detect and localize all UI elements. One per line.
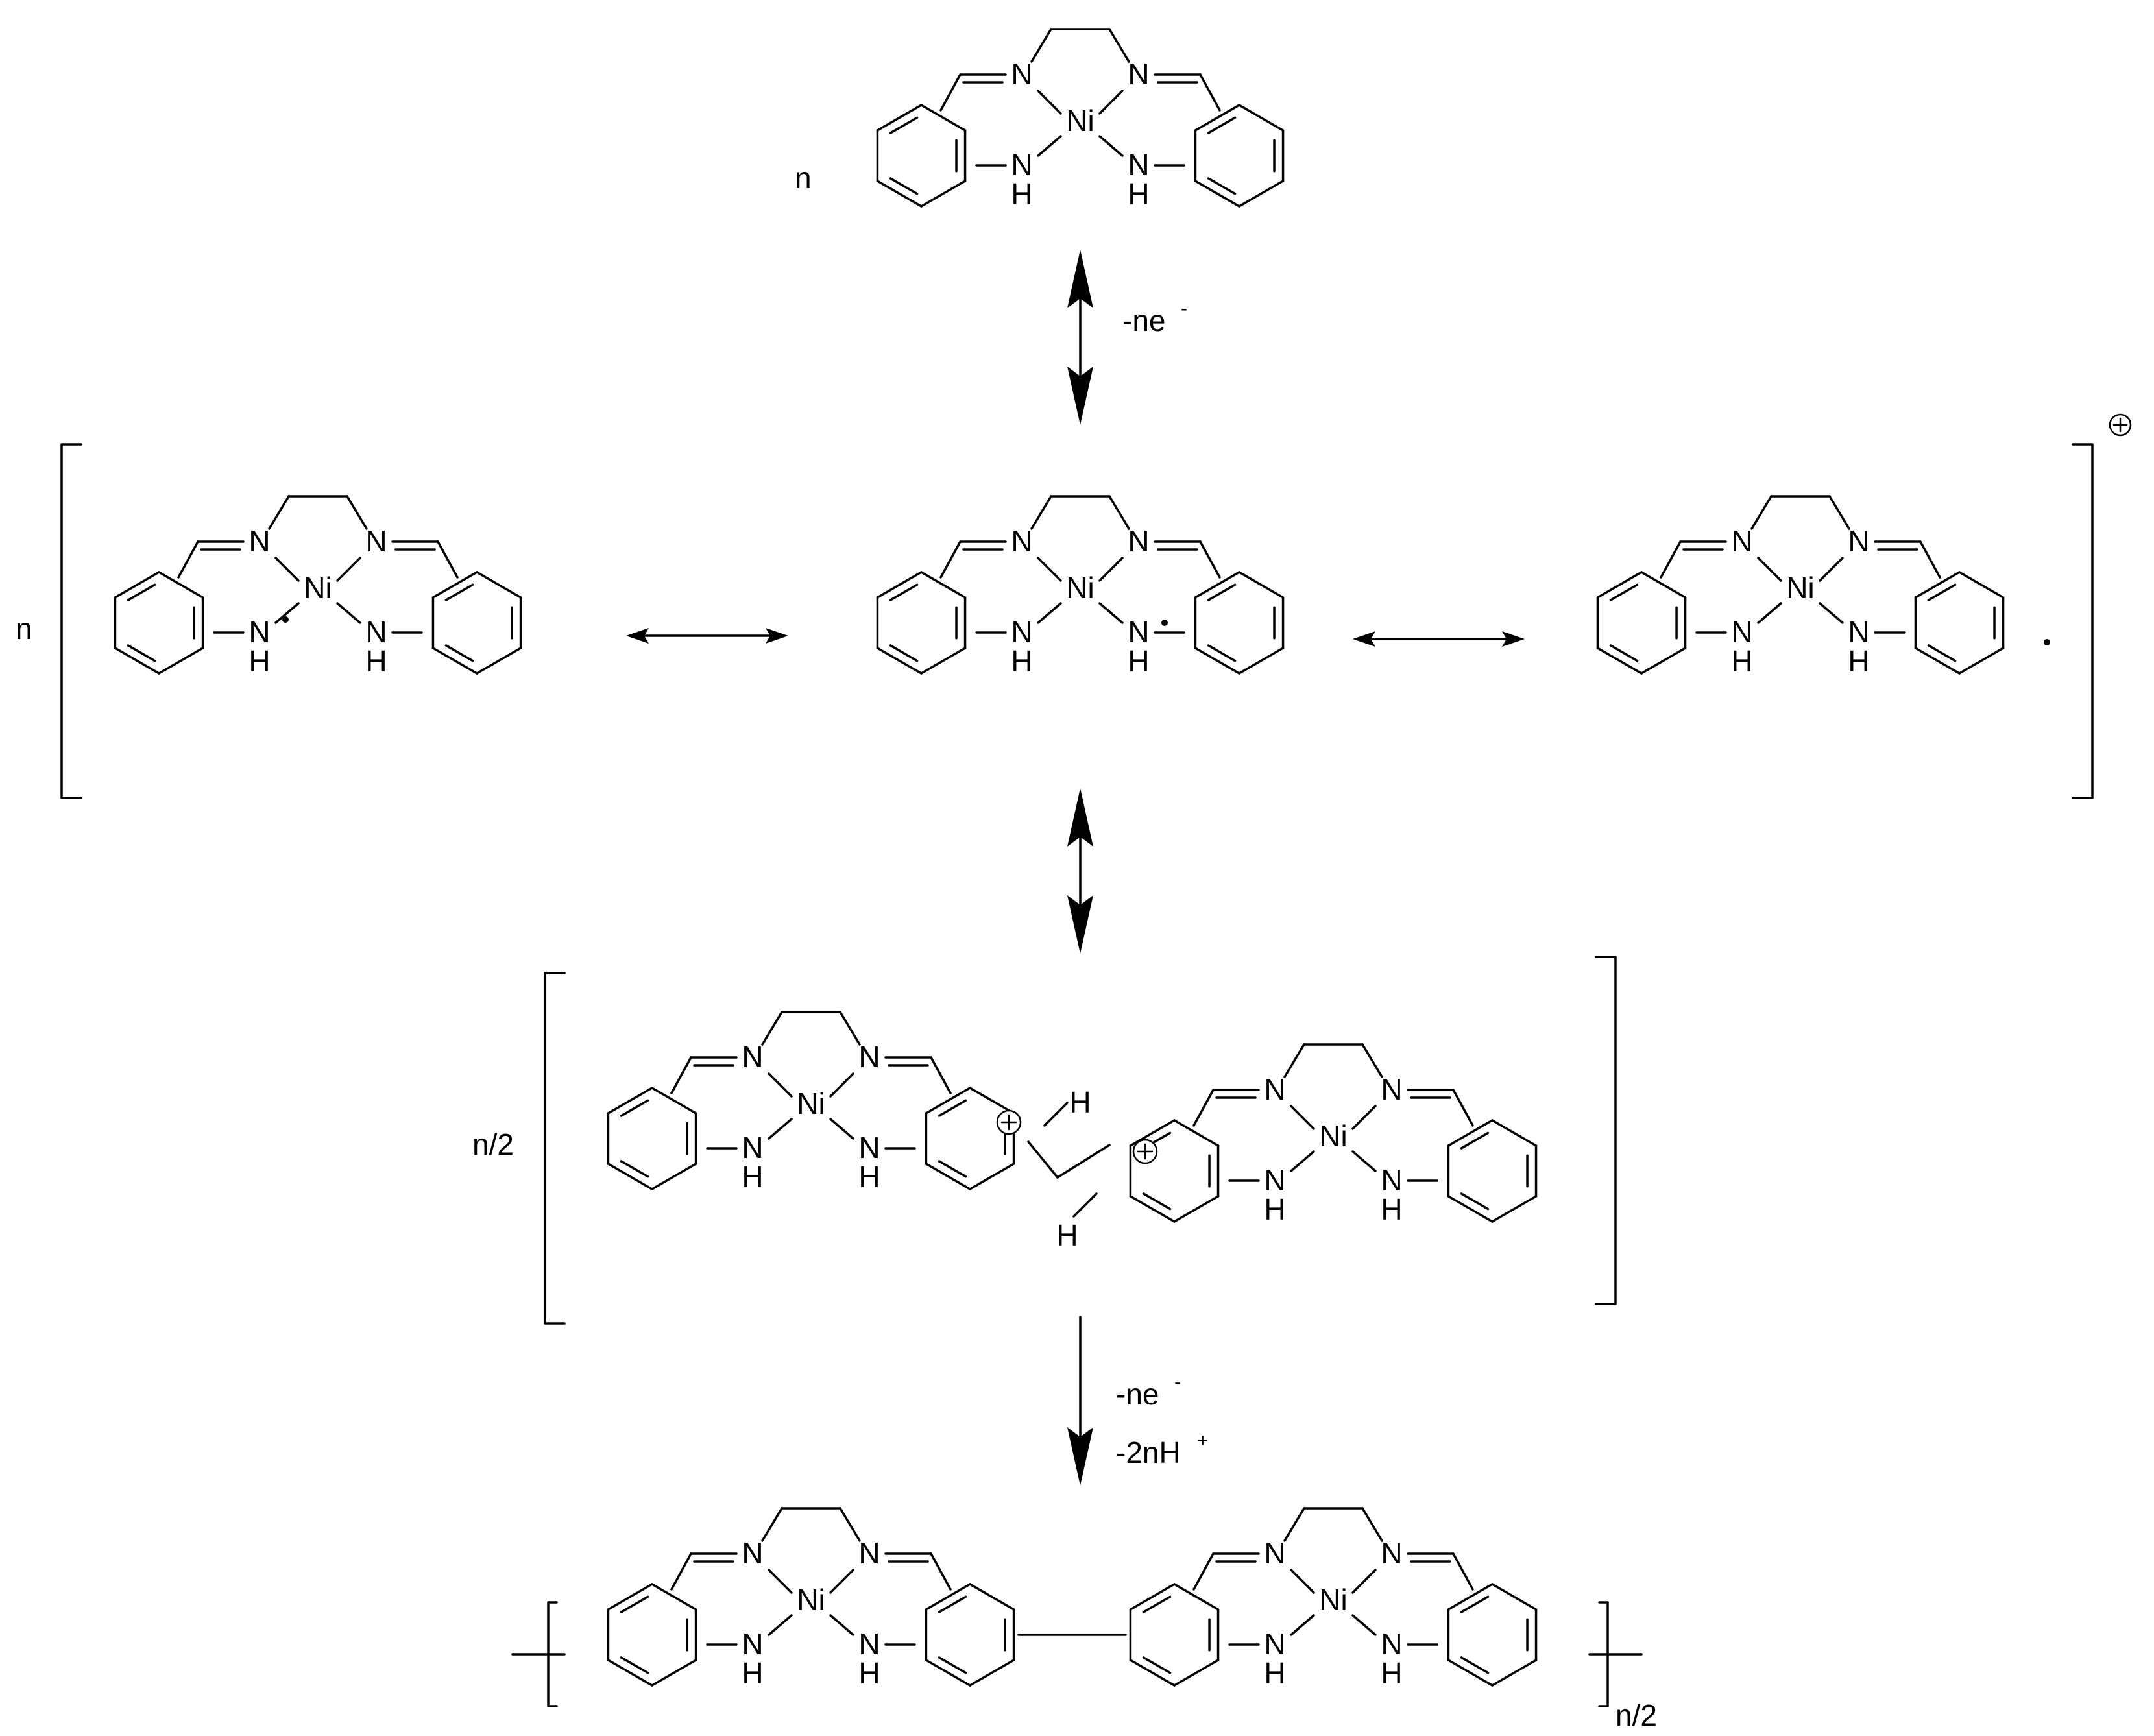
bracket-dimer xyxy=(544,956,1617,1325)
amine-hydrogen: H xyxy=(742,1160,763,1194)
coefficient-dimer: n/2 xyxy=(472,1127,514,1161)
dimer-bridge: HH xyxy=(1017,1085,1127,1636)
svg-text:+: + xyxy=(1197,1430,1209,1451)
oxidation-label-2: -ne - xyxy=(1116,1371,1181,1411)
nickel-atom: Ni xyxy=(1786,571,1814,605)
radical-dot xyxy=(2044,639,2050,645)
imine-nitrogen: N xyxy=(1848,524,1869,558)
imine-nitrogen: N xyxy=(858,1536,880,1570)
imine-nitrogen: N xyxy=(742,1536,763,1570)
amine-nitrogen: N xyxy=(248,615,270,649)
equilibrium-arrow-top xyxy=(1067,250,1093,425)
svg-text:-2nH: -2nH xyxy=(1116,1436,1181,1469)
imine-nitrogen: N xyxy=(365,524,387,558)
amine-hydrogen: H xyxy=(1264,1656,1285,1690)
amine-hydrogen: H xyxy=(1011,177,1032,211)
amine-nitrogen: N xyxy=(365,615,387,649)
svg-text:-ne: -ne xyxy=(1122,304,1165,337)
amine-nitrogen: N xyxy=(742,1131,763,1164)
bracket-radical-cation xyxy=(60,443,2094,799)
radical-dot xyxy=(1161,620,1168,626)
amine-nitrogen: N xyxy=(858,1131,880,1164)
imine-nitrogen: N xyxy=(1011,57,1032,91)
nickel-atom: Ni xyxy=(1066,571,1094,605)
amine-nitrogen: N xyxy=(1381,1627,1402,1661)
imine-nitrogen: N xyxy=(1011,524,1032,558)
imine-nitrogen: N xyxy=(1381,1072,1402,1106)
imine-nitrogen: N xyxy=(1381,1536,1402,1570)
amine-nitrogen: N xyxy=(1381,1163,1402,1197)
nickel-atom: Ni xyxy=(1319,1119,1347,1153)
amine-nitrogen: N xyxy=(1264,1163,1285,1197)
equilibrium-arrow-middle xyxy=(1067,788,1093,954)
svg-text:-: - xyxy=(1181,298,1187,319)
nickel-atom: Ni xyxy=(1319,1583,1347,1617)
imine-nitrogen: N xyxy=(248,524,270,558)
imine-nitrogen: N xyxy=(858,1040,880,1074)
amine-hydrogen: H xyxy=(1264,1192,1285,1226)
svg-text:-: - xyxy=(1174,1371,1181,1393)
imine-nitrogen: N xyxy=(1731,524,1752,558)
bridge-hydrogen: H xyxy=(1069,1085,1091,1119)
amine-hydrogen: H xyxy=(858,1656,880,1690)
amine-hydrogen: H xyxy=(1731,644,1752,678)
resonance-arrow-right xyxy=(1353,631,1525,647)
amine-hydrogen: H xyxy=(1128,177,1149,211)
imine-nitrogen: N xyxy=(1128,57,1149,91)
amine-hydrogen: H xyxy=(1128,644,1149,678)
amine-nitrogen: N xyxy=(1731,615,1752,649)
imine-nitrogen: N xyxy=(1264,1072,1285,1106)
deprotonation-label: -2nH + xyxy=(1116,1430,1209,1469)
coefficient-top: n xyxy=(795,161,812,195)
nickel-atom: Ni xyxy=(1066,104,1094,138)
amine-hydrogen: H xyxy=(858,1160,880,1194)
reaction-arrow-bottom xyxy=(1067,1316,1093,1486)
dimer-cation-marker-left xyxy=(996,1109,1022,1135)
amine-hydrogen: H xyxy=(1848,644,1869,678)
nickel-atom: Ni xyxy=(797,1087,825,1120)
bridge-hydrogen: H xyxy=(1056,1218,1078,1252)
imine-nitrogen: N xyxy=(742,1040,763,1074)
amine-hydrogen: H xyxy=(1381,1192,1402,1226)
polymer-subscript: n/2 xyxy=(1616,1698,1657,1732)
amine-nitrogen: N xyxy=(1264,1627,1285,1661)
amine-nitrogen: N xyxy=(1128,148,1149,182)
amine-hydrogen: H xyxy=(1381,1656,1402,1690)
amine-hydrogen: H xyxy=(1011,644,1032,678)
amine-nitrogen: N xyxy=(1128,615,1149,649)
oxidation-label-1: -ne - xyxy=(1122,298,1187,337)
dimer-cation-marker-right xyxy=(1132,1139,1158,1164)
imine-nitrogen: N xyxy=(1128,524,1149,558)
resonance-arrow-left xyxy=(626,628,788,644)
cation-charge-marker xyxy=(2109,413,2132,437)
bracket-polymer xyxy=(511,1601,1643,1707)
amine-nitrogen: N xyxy=(1011,615,1032,649)
amine-nitrogen: N xyxy=(1848,615,1869,649)
amine-nitrogen: N xyxy=(858,1627,880,1661)
amine-nitrogen: N xyxy=(1011,148,1032,182)
amine-hydrogen: H xyxy=(248,644,270,678)
amine-hydrogen: H xyxy=(365,644,387,678)
amine-hydrogen: H xyxy=(742,1656,763,1690)
nickel-atom: Ni xyxy=(304,571,332,605)
nickel-atom: Ni xyxy=(797,1583,825,1617)
svg-text:-ne: -ne xyxy=(1116,1377,1159,1411)
radical-dot xyxy=(282,616,289,623)
imine-nitrogen: N xyxy=(1264,1536,1285,1570)
coefficient-middle: n xyxy=(16,612,32,645)
amine-nitrogen: N xyxy=(742,1627,763,1661)
